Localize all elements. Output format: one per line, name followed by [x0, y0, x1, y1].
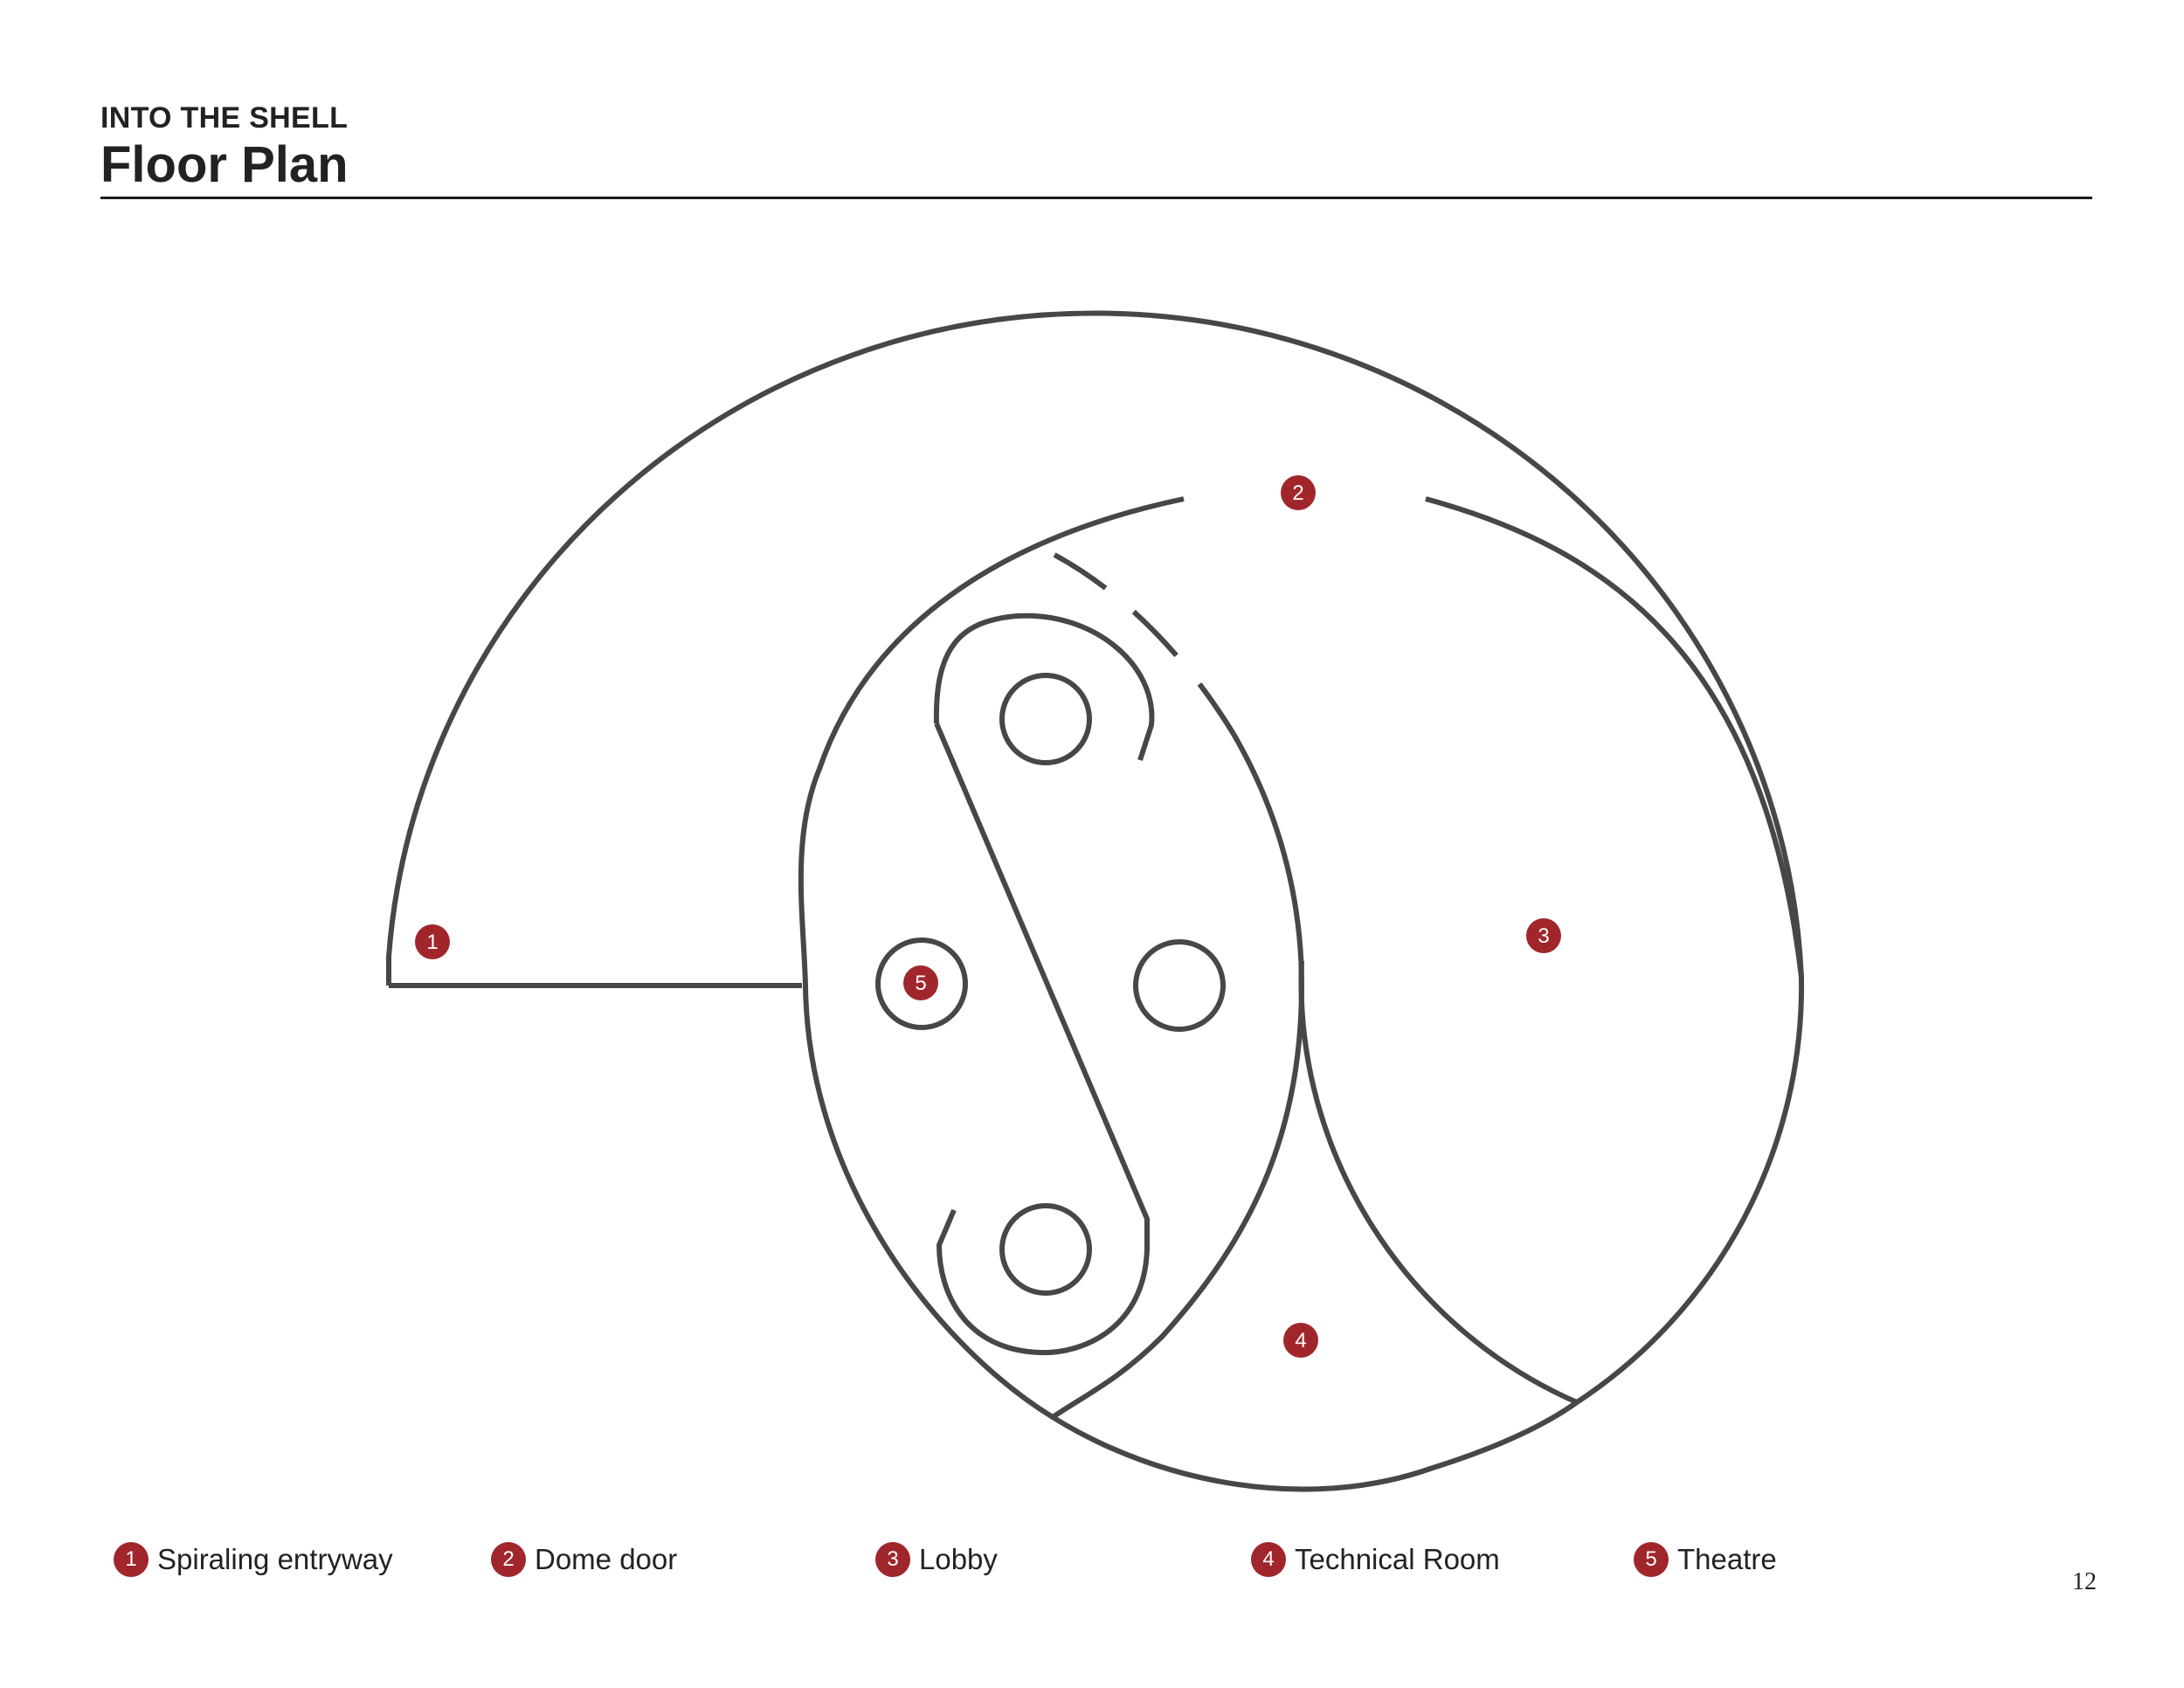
legend-badge: 2	[491, 1542, 526, 1577]
svg-text:5: 5	[915, 972, 926, 995]
legend-label: Dome door	[535, 1543, 678, 1575]
inner-shell-wall	[798, 496, 1579, 1492]
page-number: 12	[2072, 1568, 2097, 1595]
legend-label: Theatre	[1677, 1543, 1777, 1575]
marker-2: 2	[1281, 475, 1316, 510]
marker-4: 4	[1283, 1323, 1318, 1358]
page-header: INTO THE SHELL Floor Plan	[100, 101, 349, 194]
page-title: Floor Plan	[100, 136, 349, 193]
outer-shell-wall	[386, 310, 1805, 1405]
dashed-partition	[1053, 552, 1236, 736]
svg-text:1: 1	[426, 930, 438, 954]
theatre-corridor-wall	[933, 612, 1155, 1356]
legend-badge: 1	[114, 1542, 149, 1577]
legend-label: Lobby	[919, 1543, 998, 1575]
legend-label: Technical Room	[1295, 1543, 1500, 1575]
legend: 1 Spiraling entryway 2 Dome door 3 Lobby…	[0, 1542, 2184, 1595]
page-kicker: INTO THE SHELL	[100, 101, 349, 135]
legend-badge: 5	[1634, 1542, 1669, 1577]
marker-1: 1	[415, 924, 450, 959]
column-circle-top	[999, 673, 1092, 765]
marker-3: 3	[1526, 918, 1561, 953]
legend-badge: 3	[875, 1542, 910, 1577]
legend-item-dome-door: 2 Dome door	[491, 1542, 677, 1577]
column-circle-bottom	[999, 1203, 1092, 1296]
marker-5: 5	[903, 965, 938, 1000]
theatre-circle	[875, 937, 968, 1030]
legend-badge: 4	[1251, 1542, 1286, 1577]
legend-item-spiraling-entryway: 1 Spiraling entryway	[114, 1542, 393, 1577]
legend-label: Spiraling entryway	[157, 1543, 393, 1575]
theatre-right-wall	[1051, 732, 1304, 1420]
lobby-divider-wall	[1298, 960, 1579, 1405]
svg-text:2: 2	[1292, 481, 1303, 505]
svg-text:4: 4	[1295, 1329, 1306, 1352]
legend-item-theatre: 5 Theatre	[1634, 1542, 1777, 1577]
column-circle-right	[1133, 939, 1226, 1032]
legend-item-technical-room: 4 Technical Room	[1251, 1542, 1500, 1577]
header-divider	[100, 197, 2092, 199]
legend-item-lobby: 3 Lobby	[875, 1542, 998, 1577]
svg-text:3: 3	[1538, 924, 1549, 948]
lobby-wall	[1425, 496, 1804, 978]
